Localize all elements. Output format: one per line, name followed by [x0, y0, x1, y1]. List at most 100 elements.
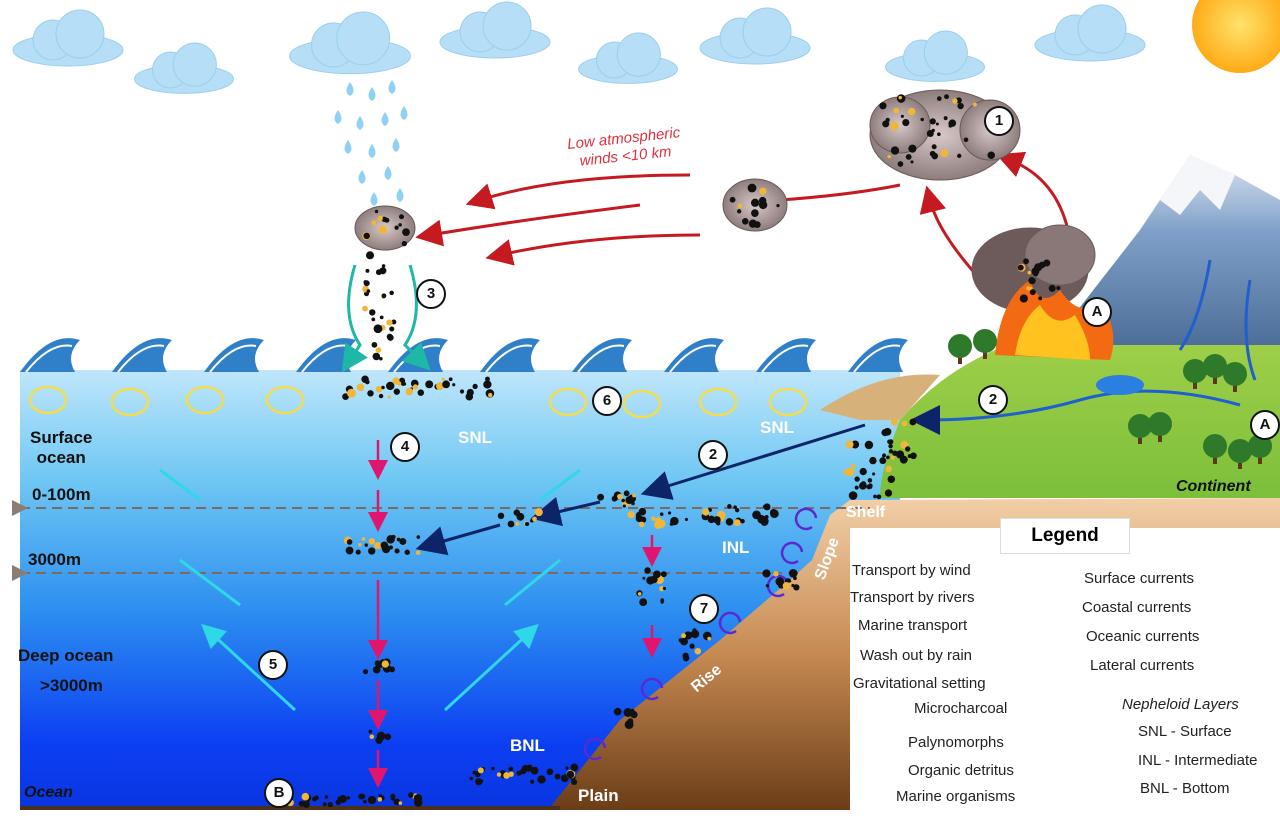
microcharcoal-icon [343, 534, 421, 556]
legend-bnl: BNL - Bottom [1140, 780, 1230, 797]
river-arrow-3 [1244, 279, 1257, 381]
raindrop-icon [346, 82, 354, 96]
surface-current-icon [548, 387, 588, 417]
microcharcoal-icon [613, 707, 638, 729]
marker-a-river: A [1250, 410, 1280, 440]
surface-current-icon [622, 389, 662, 419]
depth-3000-label: 3000m [28, 550, 81, 569]
legend-palynomorphs: Palynomorphs [908, 734, 1004, 751]
cloud-icon [134, 42, 234, 94]
river-arrow-1 [910, 389, 1241, 435]
gravitational-arrows [368, 440, 662, 788]
legend-title: Legend [1000, 518, 1130, 554]
tree-icon [1228, 439, 1252, 469]
raindrop-icon [392, 138, 400, 152]
marker-3: 3 [416, 279, 446, 309]
wind-arrow-2 [415, 203, 641, 247]
cloud-icon [289, 11, 411, 75]
surface-ocean-label: Surface ocean [30, 428, 93, 467]
cloud-icon [12, 9, 124, 67]
legend-oceanic-currents: Oceanic currents [1086, 628, 1200, 645]
legend-wind: Transport by wind [852, 562, 971, 579]
marine-arrow-1 [640, 423, 866, 500]
microcharcoal-icon [368, 729, 392, 744]
river-arrow-2 [1178, 259, 1212, 351]
surface-current-icon [768, 387, 808, 417]
deep-ocean-label: Deep ocean [18, 646, 114, 665]
washout-arrow-left [341, 264, 368, 373]
surface-current-icon [185, 385, 225, 415]
marker-7: 7 [689, 594, 719, 624]
marker-6: 6 [592, 386, 622, 416]
marker-5: 5 [258, 650, 288, 680]
tree-icon [1183, 359, 1207, 389]
snl-left-label: SNL [458, 428, 492, 447]
marker-4: 4 [390, 432, 420, 462]
tree-icon [973, 329, 997, 359]
legend-rain: Wash out by rain [860, 647, 972, 664]
microcharcoal-icon [627, 507, 689, 529]
plain-label: Plain [578, 786, 619, 805]
washout-arrow-right [401, 264, 431, 371]
river-arrows [910, 259, 1257, 435]
tree-icon [1223, 362, 1247, 392]
tree-icon [1128, 414, 1152, 444]
raindrop-icon [358, 170, 366, 184]
raindrop-icon [396, 188, 404, 202]
wave-group [20, 338, 908, 373]
rain-washout-arrows [341, 264, 431, 373]
microcharcoal-icon [362, 658, 395, 675]
shelf-label: Shelf [846, 504, 886, 521]
cloud-group [12, 1, 1146, 94]
raindrop-icon [344, 140, 352, 154]
microcharcoal-icon [362, 251, 397, 361]
marker-2-ocean: 2 [698, 440, 728, 470]
microcharcoal-icon [497, 508, 543, 528]
raindrop-icon [384, 166, 392, 180]
legend-lateral-currents: Lateral currents [1090, 657, 1195, 674]
surface-current-group [28, 385, 808, 419]
legend-microcharcoal: Microcharcoal [914, 700, 1008, 717]
beach [820, 374, 940, 420]
microcharcoal-icon [469, 763, 579, 786]
tree-icon [1248, 434, 1272, 464]
wind-arrow-1 [465, 173, 691, 210]
lateral-current-icon [766, 574, 790, 598]
microcharcoal-icon [636, 567, 667, 607]
surface-current-icon [28, 385, 68, 415]
legend-gravitational: Gravitational setting [853, 675, 986, 692]
wind-arrow-4 [779, 183, 901, 202]
wind-arrow-3 [485, 233, 701, 266]
oceanic-current-arrows [159, 468, 581, 712]
marine-arrow-3 [415, 523, 501, 556]
marine-transport-arrows [415, 423, 866, 556]
legend-surface-currents: Surface currents [1084, 570, 1195, 587]
marine-arrow-2 [530, 496, 601, 527]
microcharcoal-icon [881, 418, 917, 464]
cloud-icon [699, 7, 811, 65]
tree-icon [1203, 354, 1227, 384]
lateral-current-icon [583, 737, 607, 761]
microcharcoal-icon [597, 490, 636, 508]
raindrop-icon [388, 80, 396, 94]
microcharcoal-icon [678, 628, 712, 662]
microcharcoal-icon [362, 209, 410, 247]
legend-coastal-currents: Coastal currents [1082, 599, 1192, 616]
continent-grass [880, 312, 1280, 498]
snl-right-label: SNL [760, 418, 794, 437]
surface-current-icon [110, 387, 150, 417]
raindrop-icon [334, 110, 342, 124]
lateral-current-group [583, 507, 818, 761]
cloud-icon [439, 1, 551, 59]
sun-icon [1192, 0, 1280, 73]
ocean-label: Ocean [24, 784, 73, 801]
depth-gt-3000-label: >3000m [40, 676, 103, 695]
cloud-icon [1034, 4, 1146, 62]
microcharcoal-icon [701, 503, 779, 527]
raindrop-icon [368, 87, 376, 101]
lateral-current-icon [794, 507, 818, 531]
legend-marine: Marine transport [858, 617, 968, 634]
surface-current-icon [698, 387, 738, 417]
tree-group [948, 329, 1272, 469]
legend-snl: SNL - Surface [1138, 723, 1232, 740]
